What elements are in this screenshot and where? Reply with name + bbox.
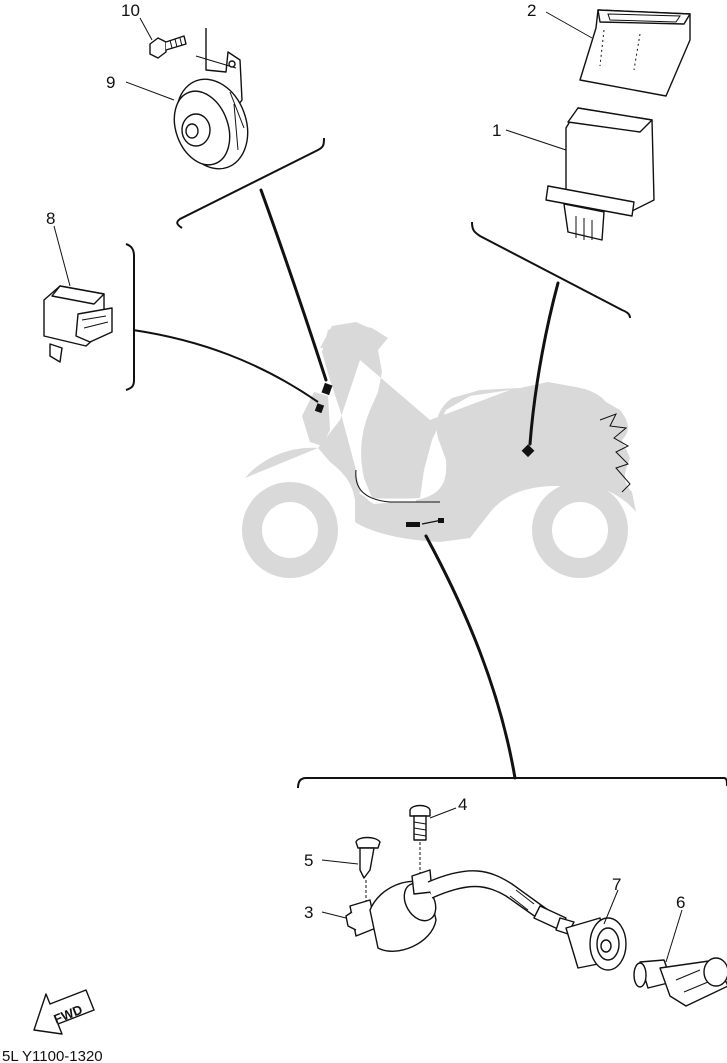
- callout-3: 3: [304, 903, 313, 922]
- forward-direction-arrow: FWD: [33, 989, 95, 1035]
- spark-plug-cap-part-7: [565, 917, 627, 971]
- bracket-cdi: [471, 221, 631, 319]
- callout-7: 7: [612, 875, 621, 894]
- relay-part-8: [43, 285, 113, 363]
- bolt-part-10: [149, 35, 187, 59]
- callout-10: 10: [121, 1, 140, 20]
- callout-9: 9: [106, 73, 115, 92]
- cover-part-2: [579, 9, 691, 97]
- ignition-coil-part-3: [345, 869, 575, 952]
- location-markers: [314, 382, 535, 527]
- callout-6: 6: [676, 893, 685, 912]
- callout-8: 8: [46, 209, 55, 228]
- leader-horn: [259, 188, 328, 382]
- horn-part-9: [173, 28, 249, 170]
- leader-ignition-coil: [424, 534, 517, 780]
- cdi-unit-part-1: [545, 107, 655, 241]
- bracket-relay: [125, 243, 135, 391]
- callout-leaders: [53, 11, 683, 963]
- leader-relay-8: [132, 329, 319, 403]
- screw-part-5: [355, 836, 381, 920]
- callout-4: 4: [458, 795, 467, 814]
- drawing-code: 5L Y1100-1320: [2, 1048, 103, 1063]
- screw-part-4: [409, 804, 431, 880]
- leader-cdi-unit: [528, 281, 560, 446]
- callout-2: 2: [527, 1, 536, 20]
- spark-plug-cap-part-6: [633, 957, 727, 1007]
- bracket-ignition: [297, 777, 727, 789]
- scooter-silhouette: [242, 322, 636, 578]
- callout-1: 1: [492, 121, 501, 140]
- bracket-horn: [176, 137, 325, 229]
- callout-5: 5: [304, 851, 313, 870]
